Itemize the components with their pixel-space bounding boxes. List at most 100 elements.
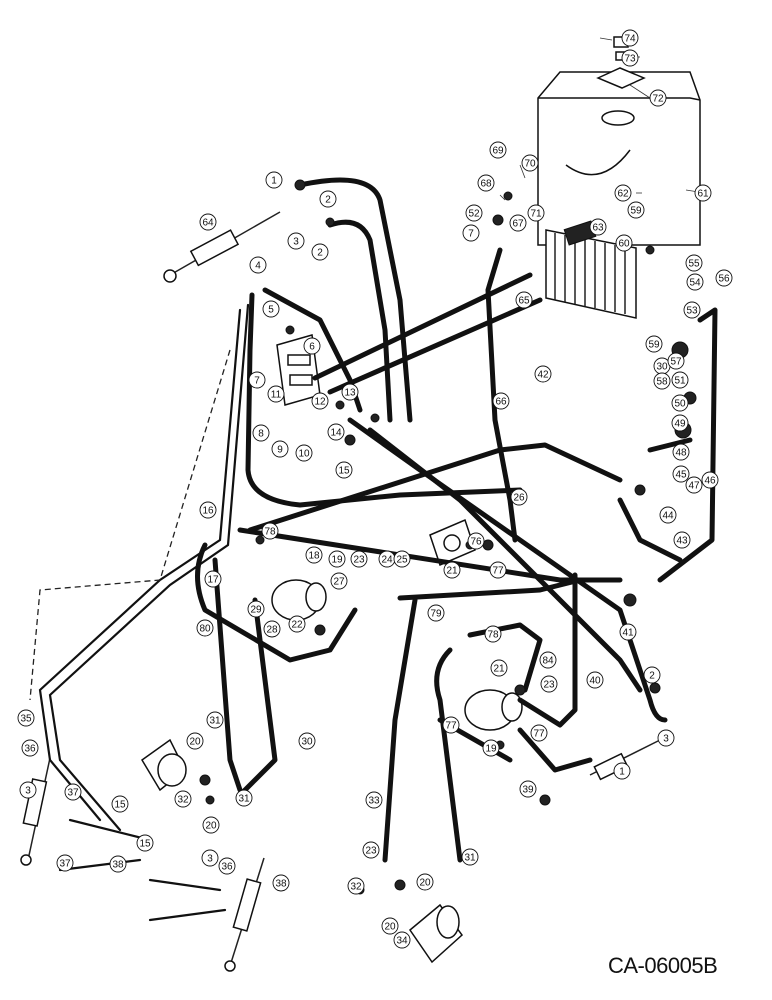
callout-circle: [509, 214, 527, 232]
callout-93: 32: [347, 877, 365, 895]
callout-69: 79: [427, 604, 445, 622]
callout-circle: [186, 732, 204, 750]
callout-52: 16: [199, 501, 217, 519]
callout-24: 51: [671, 371, 689, 389]
callout-number: 19: [485, 744, 497, 755]
callout-number: 56: [718, 274, 730, 285]
callout-number: 20: [384, 922, 396, 933]
callout-circle: [477, 174, 495, 192]
callout-61: 28: [263, 620, 281, 638]
callout-number: 15: [139, 839, 151, 850]
callout-11: 59: [627, 201, 645, 219]
callout-number: 7: [468, 229, 474, 240]
callout-circle: [196, 619, 214, 637]
callout-43: 7: [248, 371, 266, 389]
callout-2: 72: [649, 89, 667, 107]
callout-circle: [19, 781, 37, 799]
callout-number: 34: [396, 936, 408, 947]
callout-circle: [328, 550, 346, 568]
callout-44: 8: [252, 424, 270, 442]
callout-83: 31: [206, 711, 224, 729]
callout-16: 54: [686, 273, 704, 291]
callout-circle: [686, 273, 704, 291]
callout-circle: [265, 171, 283, 189]
callout-number: 84: [542, 656, 554, 667]
callout-54: 18: [305, 546, 323, 564]
callout-number: 22: [291, 620, 303, 631]
callout-79: 1: [613, 762, 631, 780]
callout-47: 11: [267, 385, 285, 403]
hydraulic-pump: [429, 518, 476, 567]
callout-number: 64: [202, 218, 214, 229]
callout-circle: [614, 184, 632, 202]
callout-49: 13: [341, 383, 359, 401]
callout-number: 41: [622, 628, 634, 639]
callout-circle: [111, 795, 129, 813]
callout-98: 3: [19, 781, 37, 799]
callout-102: 38: [109, 855, 127, 873]
callout-0: 74: [621, 29, 639, 47]
callout-circle: [539, 651, 557, 669]
callout-circle: [461, 848, 479, 866]
callout-circle: [174, 790, 192, 808]
callout-number: 37: [67, 788, 79, 799]
callout-circle: [527, 204, 545, 222]
callout-number: 18: [308, 551, 320, 562]
callout-circle: [672, 465, 690, 483]
callout-number: 62: [617, 189, 629, 200]
callout-number: 3: [663, 734, 669, 745]
callout-104: 3: [201, 849, 219, 867]
callout-number: 59: [630, 206, 642, 217]
callout-59: 26: [510, 488, 528, 506]
callout-56: 23: [350, 550, 368, 568]
callout-circle: [515, 291, 533, 309]
callout-number: 63: [592, 223, 604, 234]
callout-number: 20: [205, 821, 217, 832]
callout-circle: [643, 666, 661, 684]
callout-number: 2: [317, 248, 323, 259]
callout-number: 15: [114, 800, 126, 811]
callout-number: 36: [221, 862, 233, 873]
callout-circle: [136, 834, 154, 852]
callout-number: 24: [381, 555, 393, 566]
callout-number: 3: [293, 237, 299, 248]
callout-75: 40: [586, 671, 604, 689]
callout-89: 33: [365, 791, 383, 809]
callout-37: 2: [319, 190, 337, 208]
callout-circle: [489, 561, 507, 579]
callout-72: 21: [490, 659, 508, 677]
callout-number: 78: [264, 527, 276, 538]
callout-number: 9: [277, 445, 283, 456]
callout-30: 46: [701, 471, 719, 489]
callout-circle: [685, 476, 703, 494]
callout-circle: [672, 443, 690, 461]
callout-3: 61: [694, 184, 712, 202]
callout-circle: [484, 625, 502, 643]
callout-circle: [530, 724, 548, 742]
callout-circle: [621, 29, 639, 47]
callout-number: 38: [275, 879, 287, 890]
callout-32: 43: [673, 531, 691, 549]
callout-27: 48: [672, 443, 690, 461]
callout-number: 43: [676, 536, 688, 547]
callout-number: 37: [59, 859, 71, 870]
callout-circle: [490, 659, 508, 677]
callout-92: 23: [362, 841, 380, 859]
callout-number: 1: [619, 767, 625, 778]
callout-number: 52: [468, 209, 480, 220]
callout-38: 3: [287, 232, 305, 250]
callout-10: 60: [615, 234, 633, 252]
callout-81: 77: [530, 724, 548, 742]
callout-48: 12: [311, 392, 329, 410]
callout-14: 67: [509, 214, 527, 232]
callout-number: 32: [177, 795, 189, 806]
callout-circle: [298, 732, 316, 750]
callout-circle: [248, 371, 266, 389]
callout-circle: [621, 49, 639, 67]
callout-29: 45: [672, 465, 690, 483]
drawing-code: CA-06005B: [608, 953, 718, 978]
wheel-motor-bottom-left: [141, 738, 187, 792]
callout-circle: [288, 615, 306, 633]
callout-26: 49: [671, 414, 689, 432]
